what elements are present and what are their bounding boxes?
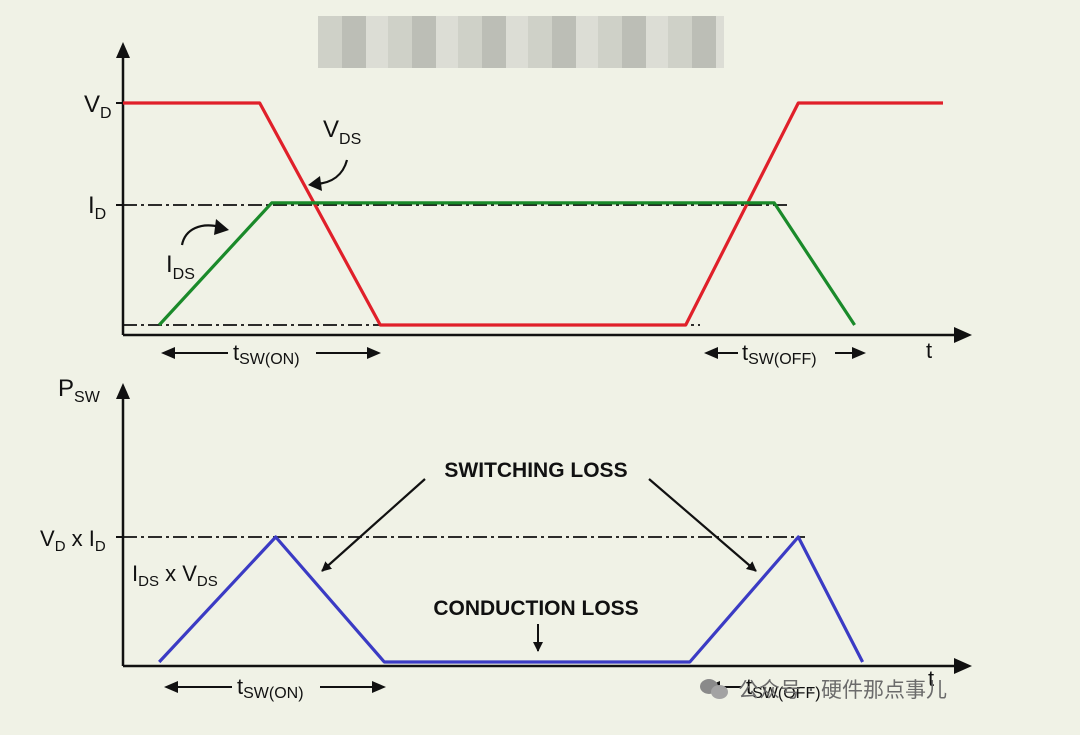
top-interval-toff: tSW(OFF) <box>704 340 866 368</box>
switching-loss-arrow-right <box>648 478 757 572</box>
series-label-ids-x-vds: IDS x VDS <box>132 561 218 590</box>
annotation-switching-loss: SWITCHING LOSS <box>444 459 627 482</box>
bottom-interval-ton: tSW(ON) <box>164 674 386 702</box>
top-x-label-t: t <box>926 338 932 363</box>
series-label-vds: VDS <box>323 116 361 148</box>
series-vds-line <box>123 101 943 327</box>
bottom-x-label-t: t <box>928 666 934 691</box>
series-ids-line <box>158 201 856 327</box>
annotation-conduction-loss: CONDUCTION LOSS <box>433 597 638 620</box>
watermark-text: 公众号 · 硬件那点事儿 <box>738 678 948 702</box>
bottom-chart: PSW VD x ID IDS x VDS SWITCHING LOSS CON… <box>40 375 972 702</box>
blurred-title <box>318 16 724 68</box>
bottom-y-axis-arrow <box>116 383 130 399</box>
series-label-ids: IDS <box>166 251 195 283</box>
top-interval-ton: tSW(ON) <box>161 340 381 368</box>
series-ids-x-vds-line <box>158 535 865 664</box>
bottom-x-axis-arrow <box>954 658 972 674</box>
top-y-label-vd: VD <box>84 91 112 122</box>
top-y-label-id: ID <box>88 192 106 223</box>
watermark: 公众号 · 硬件那点事儿 <box>700 672 1070 706</box>
vds-callout-arrow <box>315 159 349 186</box>
ids-callout-arrow <box>180 224 221 246</box>
ids-callout-arrowhead <box>214 219 229 235</box>
top-chart: VD ID VDS IDS t tSW(ON) <box>84 42 972 368</box>
switching-loss-arrow-left <box>321 478 426 572</box>
top-interval-toff-label: tSW(OFF) <box>742 340 817 368</box>
top-interval-ton-label: tSW(ON) <box>233 340 300 368</box>
vds-callout-arrowhead <box>308 176 322 191</box>
bottom-y-label-vdid: VD x ID <box>40 526 106 555</box>
wechat-icon <box>700 677 730 701</box>
bottom-y-label-psw: PSW <box>58 375 101 406</box>
top-x-axis-arrow <box>954 327 972 343</box>
bottom-interval-ton-label: tSW(ON) <box>237 674 304 702</box>
top-y-axis-arrow <box>116 42 130 58</box>
